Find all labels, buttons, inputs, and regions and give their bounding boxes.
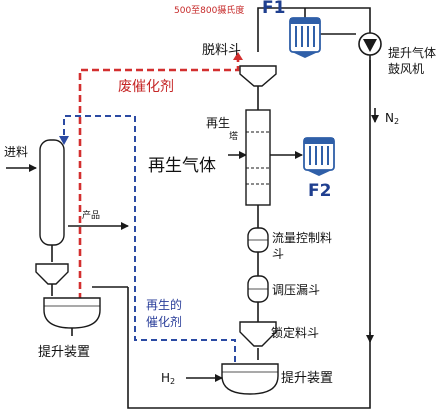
regen-catalyst-arrowhead xyxy=(59,136,69,145)
bottom-lift-device xyxy=(221,363,279,395)
regen-label: 再生 xyxy=(206,116,231,130)
pressure-hopper xyxy=(247,275,269,303)
f2-label: F2 xyxy=(308,181,332,201)
filter-f2-icon xyxy=(303,137,335,176)
n2-label: N2 xyxy=(385,111,400,126)
blower-icon xyxy=(358,32,382,56)
h2-label: H2 xyxy=(161,371,176,386)
degassing-hopper-label: 脱料斗 xyxy=(202,43,242,58)
regen-catalyst-line xyxy=(63,115,236,362)
flow-control-hopper-label: 流量控制料 斗 xyxy=(272,231,333,261)
reactor-bottom-hopper xyxy=(35,263,69,285)
spent-catalyst-line xyxy=(78,58,240,300)
lift-device-bottom-label: 提升装置 xyxy=(281,371,334,386)
regen-gas-label: 再生气体 xyxy=(148,156,216,176)
reactor-vessel xyxy=(39,139,65,246)
pressure-hopper-label: 调压漏斗 xyxy=(272,283,321,297)
lift-gas-blower-label: 提升气体 鼓风机 xyxy=(388,46,437,76)
feed-label: 进料 xyxy=(4,145,29,159)
process-lines xyxy=(51,7,371,409)
spent-catalyst-label: 废催化剂 xyxy=(118,79,174,95)
f1-label: F1 xyxy=(262,0,286,18)
flow-control-hopper xyxy=(247,227,269,253)
lock-hopper-label: 锁定料斗 xyxy=(271,326,320,340)
product-label: 产品 xyxy=(82,211,101,221)
lift-device-left-label: 提升装置 xyxy=(38,345,91,360)
lock-hopper xyxy=(239,321,277,347)
left-lift-device xyxy=(43,297,101,329)
temp-range-label: 500至800摄氏度 xyxy=(174,6,245,16)
regen-catalyst-label: 再生的 催化剂 xyxy=(146,298,183,329)
regenerator-tower xyxy=(245,109,271,206)
tower-label: 塔 xyxy=(229,132,239,142)
filter-f1-icon xyxy=(289,17,321,58)
degassing-hopper xyxy=(239,65,277,87)
spent-catalyst-arrowhead xyxy=(233,52,243,60)
